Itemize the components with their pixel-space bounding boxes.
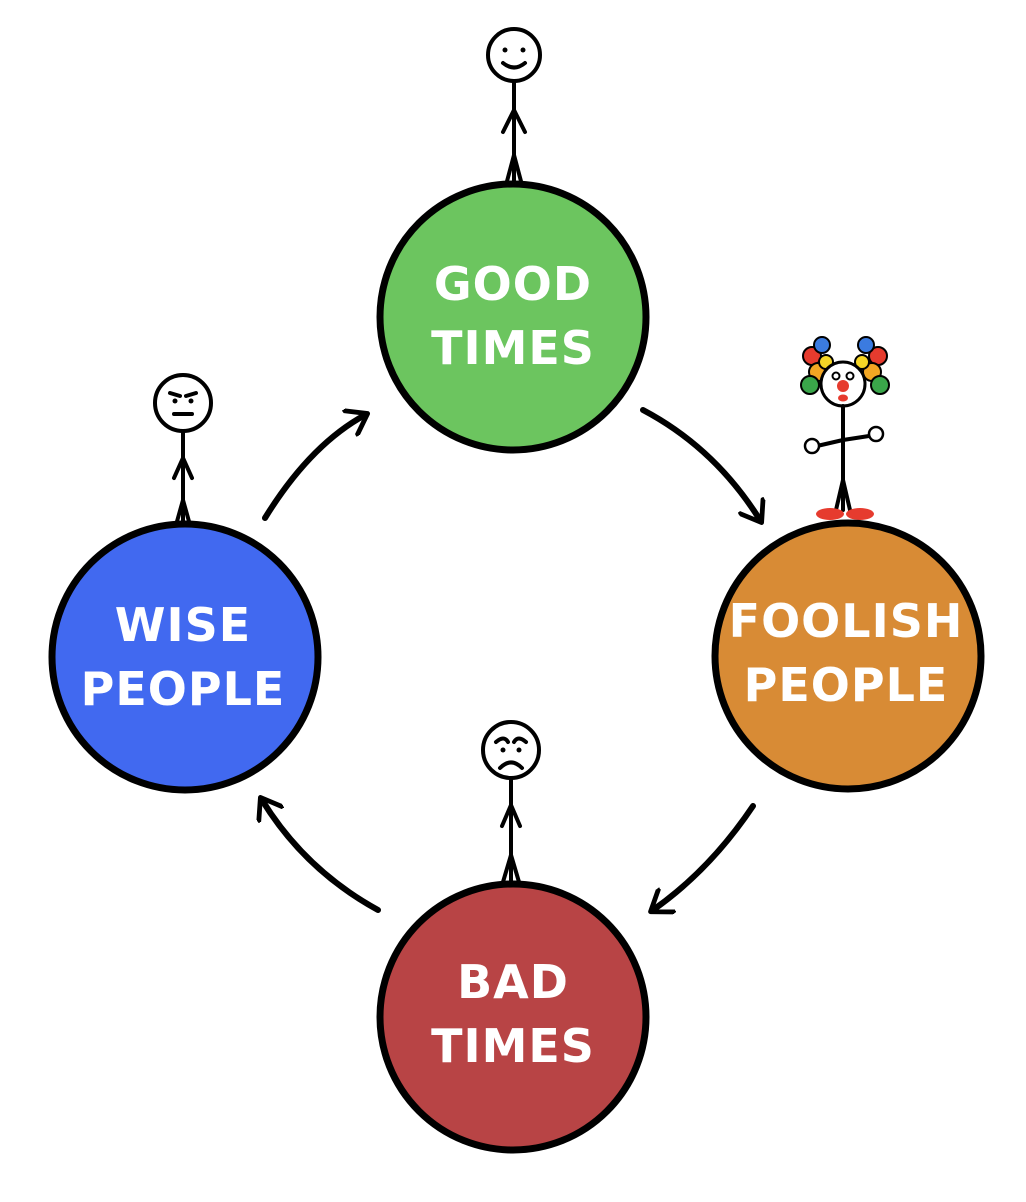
node-good-times-circle xyxy=(376,180,650,454)
node-wise-people: WISE PEOPLE xyxy=(48,520,322,794)
clown-figure-icon xyxy=(800,336,890,520)
node-foolish-people-circle xyxy=(711,519,985,793)
node-wise-people-line1: WISE xyxy=(115,598,251,652)
node-wise-people-circle xyxy=(48,520,322,794)
arrow-wise-to-good xyxy=(262,415,365,521)
node-bad-times-line2: TIMES xyxy=(431,1019,595,1073)
arrow-good-to-foolish xyxy=(640,407,760,520)
serious-stick-figure-icon xyxy=(153,373,213,527)
arrow-bad-to-wise xyxy=(262,800,381,913)
node-good-times-line1: GOOD xyxy=(434,257,592,311)
node-good-times-line2: TIMES xyxy=(431,321,595,375)
node-bad-times-line1: BAD xyxy=(457,955,569,1009)
arrow-foolish-to-bad xyxy=(653,803,756,910)
node-bad-times: BAD TIMES xyxy=(376,880,650,1154)
node-wise-people-line2: PEOPLE xyxy=(81,662,286,716)
node-foolish-people-line2: PEOPLE xyxy=(744,658,949,712)
node-bad-times-circle xyxy=(376,880,650,1154)
happy-stick-figure-icon xyxy=(486,27,542,187)
node-foolish-people-line1: FOOLISH xyxy=(729,594,964,648)
sad-stick-figure-icon xyxy=(481,720,541,884)
node-good-times: GOOD TIMES xyxy=(376,180,650,454)
node-foolish-people: FOOLISH PEOPLE xyxy=(711,519,985,793)
